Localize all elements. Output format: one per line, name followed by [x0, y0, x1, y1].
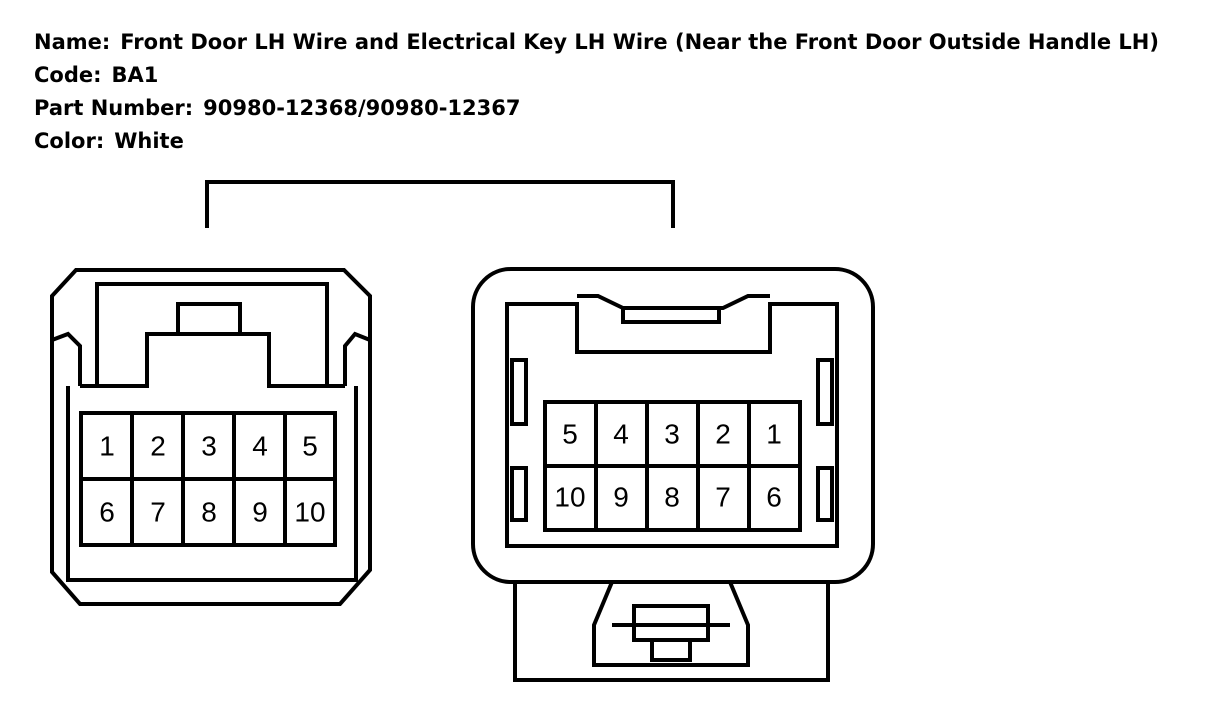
pin-label: 7 [715, 482, 731, 513]
left-connector-housing [50, 268, 372, 606]
pin-label: 2 [715, 419, 731, 450]
pin-label: 7 [150, 497, 166, 528]
pin-label: 3 [664, 419, 680, 450]
code-row: Code: BA1 [34, 59, 1159, 92]
pin-label: 6 [766, 482, 782, 513]
pin-label: 9 [252, 497, 268, 528]
pin-label: 8 [201, 497, 217, 528]
pin-label: 4 [252, 431, 268, 462]
connector-info: Name: Front Door LH Wire and Electrical K… [34, 26, 1159, 158]
pin-label: 9 [613, 482, 629, 513]
code-label: Code: [34, 63, 102, 87]
right-connector-housing [471, 267, 875, 682]
color-row: Color: White [34, 125, 1159, 158]
color-value: White [114, 129, 184, 153]
pin-label: 1 [766, 419, 782, 450]
pin-label: 1 [99, 431, 115, 462]
pin-label: 10 [554, 482, 585, 513]
pin-label: 5 [562, 419, 578, 450]
pin-label: 10 [294, 497, 325, 528]
part-number-label: Part Number: [34, 96, 194, 120]
name-label: Name: [34, 30, 111, 54]
part-number-row: Part Number: 90980-12368/90980-12367 [34, 92, 1159, 125]
name-value: Front Door LH Wire and Electrical Key LH… [120, 30, 1159, 54]
name-row: Name: Front Door LH Wire and Electrical K… [34, 26, 1159, 59]
pin-label: 8 [664, 482, 680, 513]
pin-label: 4 [613, 419, 629, 450]
pin-label: 6 [99, 497, 115, 528]
part-number-value: 90980-12368/90980-12367 [203, 96, 521, 120]
pin-label: 3 [201, 431, 217, 462]
color-label: Color: [34, 129, 105, 153]
code-value: BA1 [111, 63, 159, 87]
mating-bracket [205, 180, 675, 228]
pin-label: 5 [302, 431, 318, 462]
pin-label: 2 [150, 431, 166, 462]
